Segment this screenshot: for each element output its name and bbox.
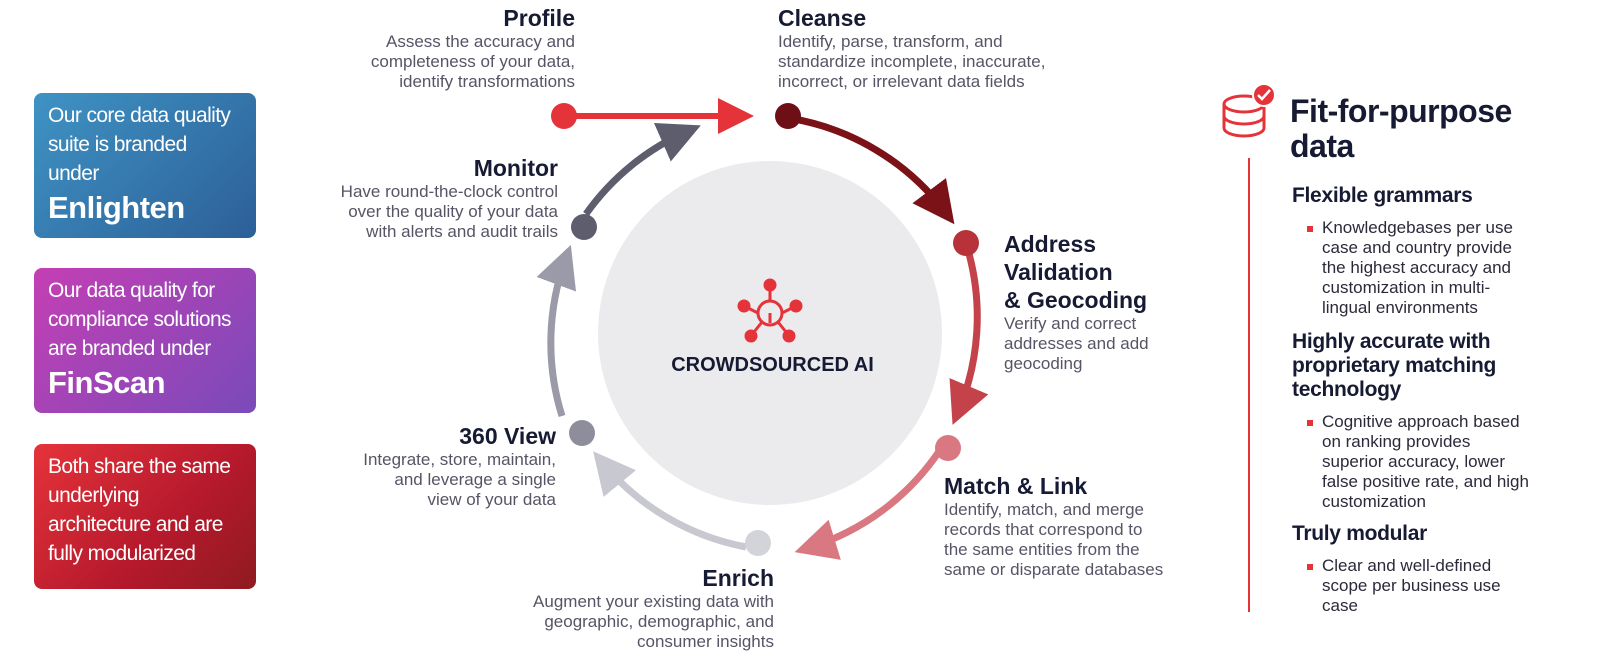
- step-desc: Verify and correct: [1004, 314, 1137, 333]
- finscan-card: Our data quality for compliance solution…: [34, 268, 256, 413]
- shared-architecture-card: Both share the same underlying architect…: [34, 444, 256, 589]
- section-heading: Truly modular: [1292, 522, 1427, 545]
- heading-line: technology: [1292, 378, 1402, 401]
- step-title: & Geocoding: [1004, 287, 1148, 313]
- step-desc: same or disparate databases: [944, 560, 1164, 579]
- bullet-marker: [1307, 564, 1313, 570]
- step-desc: Have round-the-clock control: [340, 182, 558, 201]
- step-monitor: Monitor Have round-the-clock control ove…: [290, 154, 558, 242]
- section-heading: Flexible grammars: [1292, 184, 1473, 207]
- step-profile: Profile Assess the accuracy and complete…: [280, 4, 575, 92]
- step-desc: geographic, demographic, and: [544, 612, 774, 631]
- bullet-line: false positive rate, and high: [1322, 472, 1529, 491]
- section-bullet: Cognitive approach based on ranking prov…: [1322, 412, 1529, 512]
- arrow-match-enrich: [794, 448, 943, 560]
- bullet-line: Cognitive approach based: [1322, 412, 1520, 431]
- step-title: 360 View: [459, 423, 556, 449]
- step-desc: incorrect, or irrelevant data fields: [778, 72, 1025, 91]
- enlighten-card: Our core data quality suite is branded u…: [34, 93, 256, 238]
- center-label: CROWDSOURCED AI: [671, 354, 874, 376]
- step-match: Match & Link Identify, match, and merge …: [944, 472, 1224, 580]
- card-text: Both share the same underlying architect…: [48, 455, 231, 565]
- bullet-line: scope per business use: [1322, 576, 1501, 595]
- arrow-monitor-profile: [583, 122, 701, 217]
- step-desc: geocoding: [1004, 354, 1083, 373]
- panel-title-line: data: [1290, 128, 1354, 164]
- arrow-enrich-360: [593, 451, 747, 551]
- bullet-line: the highest accuracy and: [1322, 258, 1512, 277]
- heading-line: Highly accurate with: [1292, 330, 1491, 353]
- step-desc: Integrate, store, maintain,: [363, 450, 556, 469]
- step-desc: view of your data: [427, 490, 556, 509]
- card-text: Our core data quality suite is branded u…: [48, 104, 231, 185]
- center-circle: [598, 161, 942, 505]
- step-cleanse: Cleanse Identify, parse, transform, and …: [778, 4, 1118, 92]
- step-desc: records that correspond to: [944, 520, 1143, 539]
- panel-title: Fit-for-purpose data: [1290, 94, 1512, 164]
- section-heading: Highly accurate with proprietary matchin…: [1292, 330, 1496, 402]
- database-check-icon: [1222, 83, 1276, 138]
- bullet-line: case and country provide: [1322, 238, 1512, 257]
- step-360-view: 360 View Integrate, store, maintain, and…: [310, 422, 556, 510]
- card-brand: Enlighten: [48, 190, 185, 225]
- arrow-address-match: [949, 249, 989, 425]
- step-desc: over the quality of your data: [348, 202, 558, 221]
- step-desc: Identify, parse, transform, and: [778, 32, 1003, 51]
- step-desc: and leverage a single: [394, 470, 556, 489]
- bullet-marker: [1307, 226, 1313, 232]
- bullet-line: customization: [1322, 492, 1426, 511]
- node-address: [953, 230, 979, 256]
- step-title: Enrich: [702, 565, 774, 591]
- node-monitor: [571, 214, 597, 240]
- node-enrich: [745, 530, 771, 556]
- step-desc: addresses and add: [1004, 334, 1149, 353]
- bullet-line: Knowledgebases per use: [1322, 218, 1513, 237]
- step-title: Address: [1004, 231, 1097, 257]
- card-brand: FinScan: [48, 365, 166, 400]
- brain-network-icon: [737, 278, 803, 343]
- step-desc: identify transformations: [399, 72, 575, 91]
- section-bullet: Knowledgebases per use case and country …: [1322, 218, 1513, 318]
- step-enrich: Enrich Augment your existing data with g…: [470, 564, 774, 652]
- step-desc: Augment your existing data with: [533, 592, 774, 611]
- node-profile: [551, 103, 577, 129]
- step-desc: standardize incomplete, inaccurate,: [778, 52, 1046, 71]
- step-desc: consumer insights: [636, 632, 774, 651]
- step-title: Monitor: [473, 155, 558, 181]
- bullet-line: lingual environments: [1322, 298, 1478, 317]
- bullet-line: customization in multi-: [1322, 278, 1491, 297]
- bullet-line: Clear and well-defined: [1322, 556, 1492, 575]
- step-desc: Identify, match, and merge: [944, 500, 1145, 519]
- node-cleanse: [775, 103, 801, 129]
- heading-line: proprietary matching: [1292, 354, 1497, 377]
- bullet-line: case: [1322, 596, 1358, 615]
- panel-title-line: Fit-for-purpose: [1290, 93, 1512, 129]
- node-match: [935, 435, 961, 461]
- step-title: Validation: [1004, 259, 1113, 285]
- step-title: Cleanse: [778, 5, 867, 31]
- step-title: Profile: [503, 5, 575, 31]
- node-360: [569, 420, 595, 446]
- arrow-cleanse-address: [787, 114, 955, 225]
- bullet-line: superior accuracy, lower: [1322, 452, 1505, 471]
- arrow-360-monitor: [536, 244, 577, 418]
- card-text: Our data quality for compliance solution…: [48, 279, 232, 360]
- section-bullet: Clear and well-defined scope per busines…: [1322, 556, 1501, 616]
- panel-divider: [1248, 158, 1250, 612]
- step-title: Match & Link: [944, 473, 1088, 499]
- step-desc: the same entities from the: [944, 540, 1140, 559]
- bullet-line: on ranking provides: [1322, 432, 1471, 451]
- bullet-marker: [1307, 420, 1313, 426]
- step-desc: with alerts and audit trails: [366, 222, 558, 241]
- step-address: Address Validation & Geocoding Verify an…: [1004, 230, 1219, 374]
- step-desc: completeness of your data,: [370, 52, 575, 71]
- step-desc: Assess the accuracy and: [386, 32, 575, 51]
